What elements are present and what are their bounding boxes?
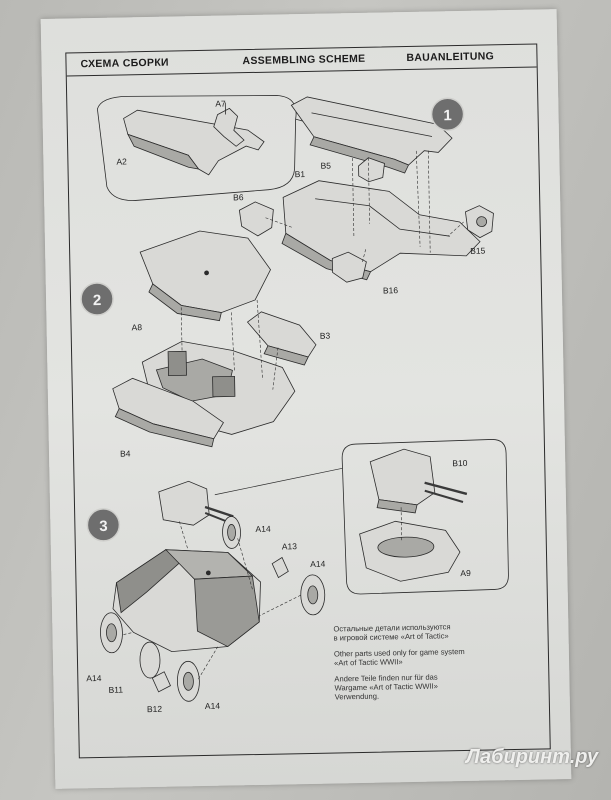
step-1-drawing <box>96 95 494 283</box>
hull-turret <box>158 480 210 526</box>
label-b16: B16 <box>383 285 399 295</box>
part-b16 <box>331 251 367 283</box>
label-a2: A2 <box>116 156 127 166</box>
wheel-a14-top <box>222 516 241 549</box>
wheel-a14-right <box>300 574 326 616</box>
circle-number-icon <box>430 97 465 131</box>
label-a9: A9 <box>460 568 471 578</box>
step-2-drawing <box>112 230 317 448</box>
label-a14-left: A14 <box>86 673 102 683</box>
label-a14-bottom: A14 <box>205 701 221 711</box>
labirint-text: абиринт.ру <box>479 746 599 768</box>
instruction-sheet: СХЕМА СБОРКИ ASSEMBLING SCHEME BAUANLEIT… <box>40 9 572 789</box>
label-a8: A8 <box>131 322 142 332</box>
note-block: Остальные детали используются в игровой … <box>333 622 465 702</box>
step-3-drawing <box>100 439 509 702</box>
wheel-a14-bottom <box>176 660 200 702</box>
step-3-marker: 3 <box>86 508 121 542</box>
label-a14-right: A14 <box>310 559 326 569</box>
label-a14-top: A14 <box>255 524 271 534</box>
step-1-number: 1 <box>443 107 452 124</box>
labirint-watermark: Лабиринт.ру <box>466 746 598 769</box>
circle-number-icon <box>86 508 121 542</box>
label-a7: A7 <box>215 98 226 108</box>
label-a13: A13 <box>282 541 298 551</box>
label-b1: B1 <box>295 169 306 179</box>
step-3-number: 3 <box>99 518 108 535</box>
label-b5: B5 <box>320 160 331 170</box>
label-b3: B3 <box>320 331 331 341</box>
part-a13 <box>271 556 289 579</box>
step-2-number: 2 <box>93 292 102 309</box>
callout-bubble-3 <box>341 439 509 595</box>
label-b4: B4 <box>120 448 131 458</box>
part-b6 <box>238 201 274 237</box>
label-b15: B15 <box>470 246 486 256</box>
part-b11 <box>139 641 161 679</box>
wheel-a14-left <box>100 612 123 654</box>
label-b12: B12 <box>147 704 163 714</box>
circle-number-icon <box>80 282 114 316</box>
step-2-marker: 2 <box>80 282 114 316</box>
part-b10 <box>369 448 436 506</box>
part-a7 <box>213 107 245 147</box>
callout-bubble-1 <box>96 95 297 201</box>
part-b12 <box>151 671 171 693</box>
label-b6: B6 <box>233 192 244 202</box>
step-1-marker: 1 <box>430 97 465 131</box>
assembly-drawings: 1 2 3 A7 A2 B5 B1 B6 B15 B16 A8 B3 B4 B1… <box>80 95 509 714</box>
instruction-frame: СХЕМА СБОРКИ ASSEMBLING SCHEME BAUANLEIT… <box>65 43 551 759</box>
label-b10: B10 <box>452 458 468 468</box>
labirint-logo: Л <box>466 746 480 768</box>
label-b11: B11 <box>108 685 123 695</box>
